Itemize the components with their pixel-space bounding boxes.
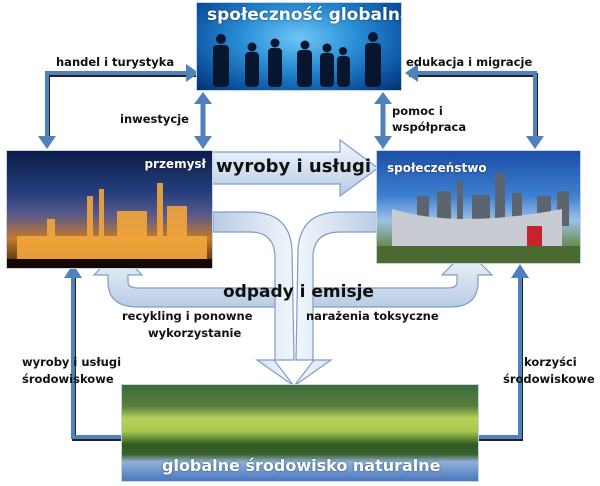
label-investments: inwestycje [120,112,189,126]
label-env-benefits-line2: środowiskowe [503,372,595,386]
label-aid-cooperation-line1: pomoc i [392,104,443,118]
node-industry-title: przemysł [144,157,206,171]
node-natural-environment: globalne środowisko naturalne [121,384,479,482]
label-aid-cooperation-line2: współpraca [392,120,467,134]
node-global-community-title: społeczność globalna [207,5,402,25]
label-trade-tourism: handel i turystyka [56,55,175,69]
education-migration-connector [405,64,544,149]
aid-cooperation-connector [374,92,392,149]
label-toxic-exposure: narażenia toksyczne [306,309,439,323]
refinery-image [7,183,212,268]
label-education-migration: edukacja i migracje [406,55,533,69]
trade-tourism-connector [38,64,199,149]
label-env-goods-line2: środowiskowe [22,372,114,386]
node-industry: przemysł [6,150,213,269]
label-recycling-line2: wykorzystanie [148,326,242,340]
label-recycling-line1: recykling i ponowne [122,309,253,323]
env-goods-connector [64,264,123,441]
node-society-title: społeczeństwo [387,161,487,175]
node-global-community: społeczność globalna [196,2,402,91]
label-waste-emissions: odpady i emisje [223,282,374,302]
goods-services-arrow [211,138,380,198]
label-env-benefits-line1: korzyści [524,355,577,369]
investments-connector [194,92,212,149]
people-silhouettes-icon [213,32,381,87]
env-benefits-connector [478,264,529,441]
label-env-goods-line1: wyroby i usługi [22,355,122,369]
node-society: społeczeństwo [376,150,581,264]
node-natural-environment-title: globalne środowisko naturalne [162,456,441,475]
label-goods-services: wyroby i usługi [216,156,372,177]
city-stadium-image [377,173,580,263]
